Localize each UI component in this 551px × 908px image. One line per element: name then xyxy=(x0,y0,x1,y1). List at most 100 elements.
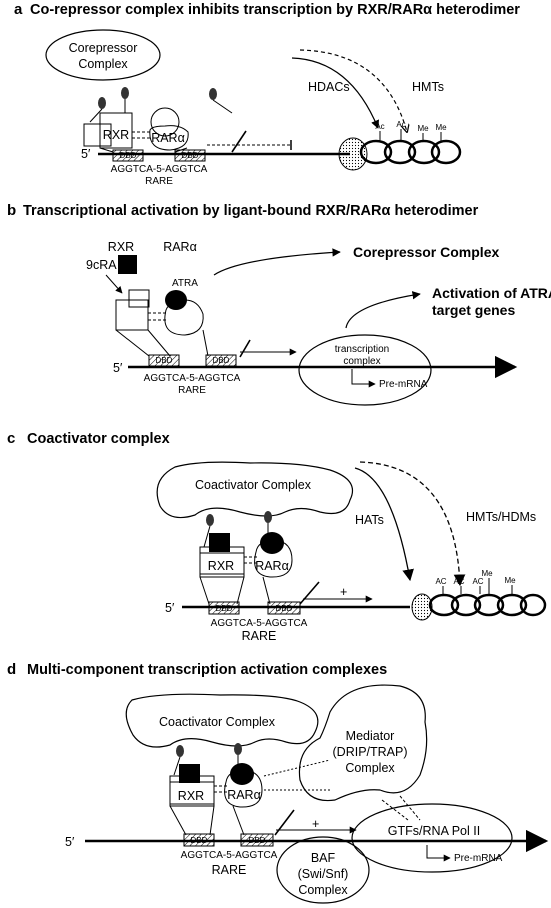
rxr-leg xyxy=(199,576,210,605)
rxr-label: RXR xyxy=(178,789,204,803)
corepressor-complex-ellipse xyxy=(45,29,161,81)
hdacs-arrow xyxy=(291,57,380,129)
chromatin xyxy=(428,593,547,617)
rxr-label: RXR xyxy=(208,559,234,573)
rxr-leg xyxy=(115,329,150,357)
acetyl-mark: AC xyxy=(435,577,446,586)
atra-ligand xyxy=(260,532,284,554)
rxr-leg xyxy=(99,147,114,153)
coactivator-label: Coactivator Complex xyxy=(159,715,276,729)
mediator-complex-blob xyxy=(298,684,428,802)
rxr-box xyxy=(199,552,245,578)
rar-leg xyxy=(262,576,271,605)
baf-label-line3: Complex xyxy=(298,883,348,897)
dbd-rxr-label: DBD xyxy=(216,604,233,613)
rare-label: RARE xyxy=(212,863,247,877)
receptor-knob xyxy=(206,514,214,526)
hmts-hdms-arrow xyxy=(359,461,466,587)
connector-line xyxy=(212,99,233,114)
hmts-hdms-label: HMTs/HDMs xyxy=(466,510,536,524)
acetyl-mark: AC xyxy=(453,577,464,586)
corepressor-label-line1: Corepressor xyxy=(69,41,138,55)
mediator-interaction xyxy=(263,759,331,777)
rar-leg xyxy=(202,329,209,357)
panel-d-title: Multi-component transcription activation… xyxy=(27,662,387,678)
receptor-knob xyxy=(176,745,184,757)
rxr-upper-box xyxy=(83,123,112,147)
corepressor-release-arrow xyxy=(213,248,341,276)
coactivator-complex-blob xyxy=(125,693,319,748)
rxr-box xyxy=(115,299,149,331)
rxr-leg xyxy=(147,329,171,357)
rxr-ligand xyxy=(209,533,230,552)
rar-head xyxy=(150,107,180,137)
rxr-leg xyxy=(209,805,215,836)
gtfs-label: GTFs/RNA Pol II xyxy=(388,824,480,838)
rare-sequence: AGGTCA-5-AGGTCA xyxy=(181,850,278,861)
transcription-complex-line1: transcription xyxy=(335,344,389,355)
hats-label: HATs xyxy=(355,513,384,527)
dbd-rxr-label: DBD xyxy=(120,151,137,160)
five-prime-label: 5′ xyxy=(113,361,123,375)
coactivator-complex-blob xyxy=(156,461,354,519)
corepressor-released-label: Corepressor Complex xyxy=(353,244,499,260)
mediator-label-line3: Complex xyxy=(345,761,395,775)
five-prime-label: 5′ xyxy=(165,601,175,615)
rare-label: RARE xyxy=(145,176,173,187)
connector-line xyxy=(203,525,211,548)
panel-b: b Transcriptional activation by ligant-b… xyxy=(7,202,551,406)
chromatin xyxy=(359,139,462,165)
hmts-label: HMTs xyxy=(412,80,444,94)
rar-leg xyxy=(232,805,245,836)
panel-b-letter: b xyxy=(7,202,16,219)
panel-c-letter: c xyxy=(7,430,15,447)
acetyl-mark: Ac xyxy=(396,120,405,129)
rare-label: RARE xyxy=(178,385,206,396)
hmts-arrow xyxy=(299,49,407,132)
methyl-mark: Me xyxy=(435,123,447,132)
rare-sequence: AGGTCA-5-AGGTCA xyxy=(144,373,241,384)
five-prime-label: 5′ xyxy=(65,835,75,849)
activation-arrow xyxy=(345,291,421,329)
receptor-knob xyxy=(234,743,242,755)
pre-mrna-arrow xyxy=(426,845,451,862)
dbd-rar-label: DBD xyxy=(182,151,199,160)
methyl-mark: Me xyxy=(417,124,429,133)
rare-sequence: AGGTCA-5-AGGTCA xyxy=(211,618,308,629)
atra-label: ATRA xyxy=(172,278,198,289)
panel-c-title: Coactivator complex xyxy=(27,431,170,447)
coactivator-label: Coactivator Complex xyxy=(195,478,312,492)
baf-label-line2: (Swi/Snf) xyxy=(298,867,349,881)
hats-arrow xyxy=(354,467,414,582)
ligand-9cra-label: 9cRA xyxy=(86,258,117,272)
panel-a-title: Co-repressor complex inhibits transcript… xyxy=(30,2,520,18)
nucleosome xyxy=(411,593,433,621)
acetyl-mark: Ac xyxy=(375,122,384,131)
dbd-rar-label: DBD xyxy=(213,356,230,365)
ligand-9cra xyxy=(118,255,137,274)
nucleosome xyxy=(338,137,368,171)
rxr-box xyxy=(99,112,133,149)
plus-sign: + xyxy=(312,817,319,831)
rar-linker xyxy=(231,130,247,153)
plus-sign: + xyxy=(340,585,347,599)
panel-b-title: Transcriptional activation by ligant-bou… xyxy=(23,203,479,219)
rar-label: RARα xyxy=(255,559,289,573)
dbd-rar xyxy=(174,149,206,162)
panel-a: a Co-repressor complex inhibits transcri… xyxy=(14,1,520,187)
rar-top-label: RARα xyxy=(163,240,197,254)
methyl-mark: Me xyxy=(481,569,493,578)
rxr-ligand-pocket xyxy=(128,289,150,308)
rxr-ligand xyxy=(179,764,200,783)
panel-d: d Multi-component transcription activati… xyxy=(7,661,549,904)
methyl-mark: Me xyxy=(504,576,516,585)
mediator-label-line1: Mediator xyxy=(346,729,395,743)
rxr-label: RXR xyxy=(103,128,129,142)
rar-label: RARα xyxy=(227,788,261,802)
rxr-top-label: RXR xyxy=(108,240,134,254)
panel-a-letter: a xyxy=(14,1,23,18)
panel-c: c Coactivator complex Coactivator Comple… xyxy=(7,430,547,643)
rar-linker xyxy=(274,809,295,836)
dbd-rar-label: DBD xyxy=(276,604,293,613)
